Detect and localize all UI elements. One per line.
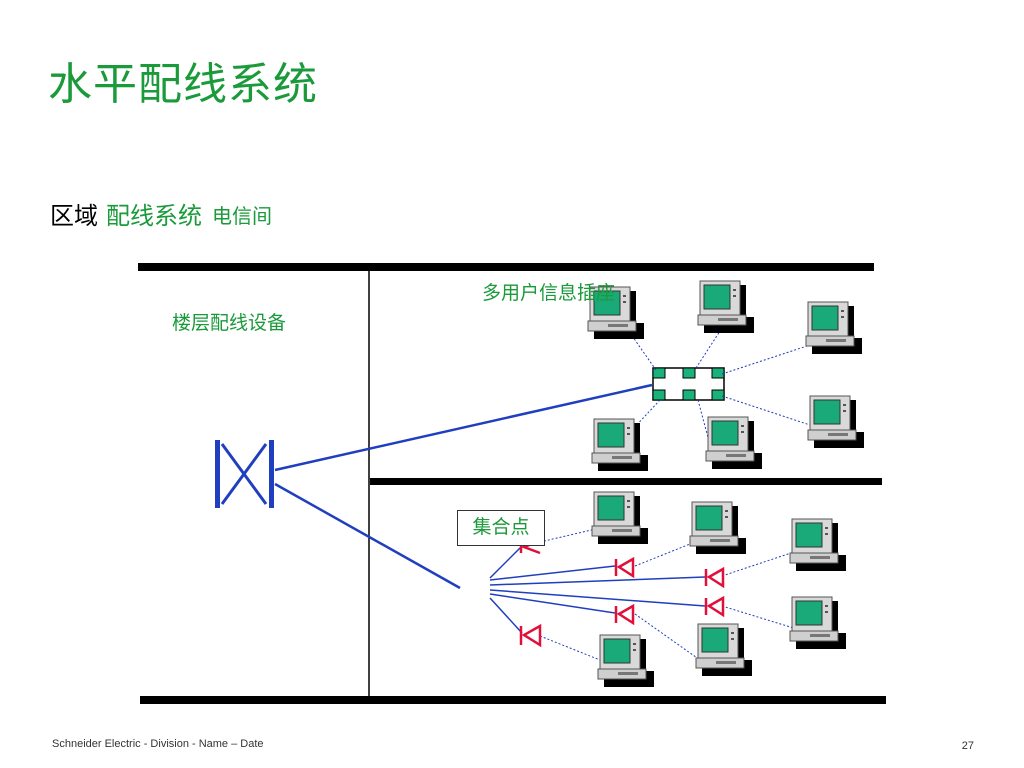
computer-icon xyxy=(807,395,864,448)
subtitle-telecom-room: 电信间 xyxy=(212,204,272,228)
computer-icon xyxy=(591,491,648,544)
connector-icons xyxy=(519,539,725,648)
floor-slab-top xyxy=(138,263,874,271)
computer-icon xyxy=(789,518,846,571)
connector-icon xyxy=(704,566,725,589)
multi-user-outlet-icon xyxy=(652,367,725,401)
slide-title: 水平配线系统 xyxy=(48,59,318,110)
consolidation-point-label: 集合点 xyxy=(457,510,545,546)
connector-icon xyxy=(614,603,635,626)
floor-slab-bottom xyxy=(140,696,886,704)
subtitle-region: 区域 xyxy=(50,202,98,230)
cp-fanout-cables xyxy=(489,547,706,634)
connector-drop-cables xyxy=(539,527,801,663)
computer-icon xyxy=(789,596,846,649)
connector-icon xyxy=(704,595,725,618)
floor-equipment-label: 楼层配线设备 xyxy=(172,312,287,334)
computer-icon xyxy=(695,623,752,676)
connector-icon xyxy=(519,623,542,648)
computer-icon xyxy=(591,418,648,471)
page-number: 27 xyxy=(961,740,974,752)
footer-text: Schneider Electric - Division - Name – D… xyxy=(52,738,264,750)
connector-icon xyxy=(614,556,635,579)
subtitle-cabling-system: 配线系统 xyxy=(106,202,202,230)
computer-icon xyxy=(705,416,762,469)
computer-icon xyxy=(587,286,644,339)
computer-icon xyxy=(697,280,754,333)
cable-to-cp xyxy=(274,482,461,590)
computer-icon xyxy=(805,301,862,354)
cable-to-outlet xyxy=(274,383,653,472)
floor-slab-middle xyxy=(370,478,882,485)
patch-panel-icon xyxy=(215,440,274,508)
computer-icon xyxy=(597,634,654,687)
computers xyxy=(587,280,864,687)
computer-icon xyxy=(689,501,746,554)
multi-user-outlet-label: 多用户信息插座 xyxy=(482,282,616,304)
